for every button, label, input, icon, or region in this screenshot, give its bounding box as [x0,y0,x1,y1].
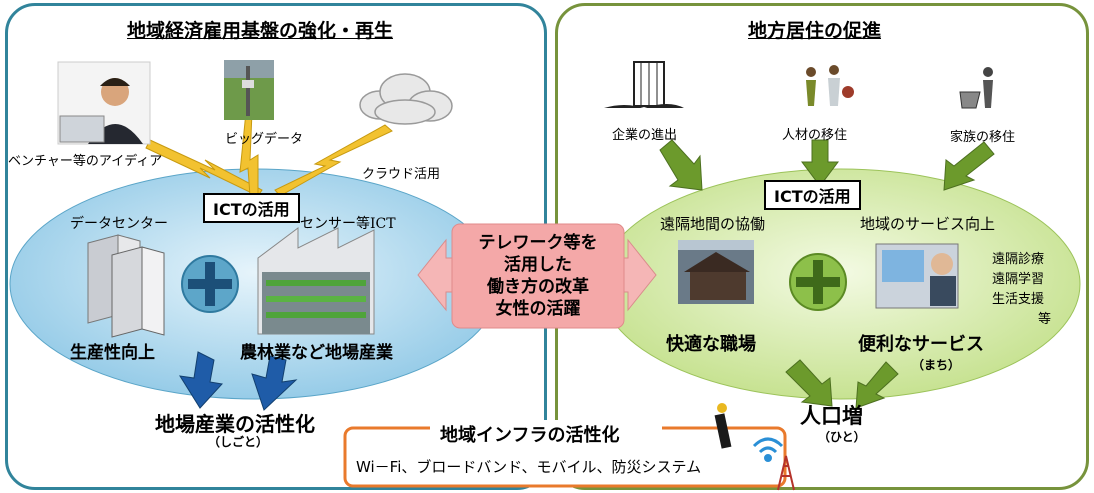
service-photo-icon [875,243,959,309]
center-box [451,223,625,329]
left-result-sub: （しごと） [208,435,269,449]
venture-label: ベンチャー等のアイディア [8,154,163,169]
productivity-label: 生産性向上 [70,343,155,363]
bigdata-photo-icon [224,60,274,120]
company-label: 企業の進出 [612,128,678,143]
people-moving-icon [806,65,854,106]
left-result-label: 地場産業の活性化 [155,412,315,436]
family-cart-icon [959,67,993,109]
cloud-label: クラウド活用 [362,167,441,182]
center-line: テレワーク等を [478,233,598,253]
left-ict-box: ICTの活用 [203,193,300,223]
wifi-icon [752,437,784,462]
cloud-icon [359,73,453,125]
family-label: 家族の移住 [950,130,1016,145]
center-line: 働き方の改革 [487,277,589,297]
datacenter-label: データセンター [70,216,168,232]
plus-icon-right [789,253,847,311]
workplace-label: 快適な職場 [666,334,756,355]
service-up-label: 地域のサービス向上 [860,215,996,233]
green-arrows [659,139,995,409]
right-panel-title: 地方居住の促進 [748,20,882,42]
talent-label: 人材の移住 [782,128,848,143]
right-result-sub: （ひと） [818,430,866,444]
lightning-icon [145,111,393,197]
right-result-label: 人口増 [800,404,863,428]
blue-arrows [179,351,298,411]
service-list-suffix: 等 [1038,312,1052,327]
center-line: 女性の活躍 [495,299,581,319]
left-panel-title: 地域経済雇用基盤の強化・再生 [127,20,394,42]
agri-label: 農林業など地場産業 [240,343,393,363]
bigdata-label: ビッグデータ [225,132,304,147]
center-box-text: テレワーク等を 活用した 働き方の改革 女性の活躍 [452,232,624,320]
venture-photo-icon [57,61,151,145]
server-icon [87,234,165,338]
infra-title: 地域インフラの活性化 [440,425,620,446]
workplace-photo-icon [678,240,754,304]
service-list-item: 遠隔診療 [992,252,1045,267]
cable-icon [714,403,732,449]
service-list-item: 生活支援 [992,292,1045,307]
services-sub: （まち） [912,358,961,372]
center-line: 活用した [504,255,572,275]
service-list-item: 遠隔学習 [992,272,1045,287]
plus-icon-left [181,255,239,313]
services-label: 便利なサービス [858,334,984,355]
building-icon [604,61,684,108]
right-ict-box: ICTの活用 [764,180,861,210]
antenna-tower-icon [777,455,795,491]
infra-items: Wi－Fi、ブロードバンド、モバイル、防災システム [356,458,702,476]
plant-factory-icon [257,227,375,335]
remote-work-label: 遠隔地間の協働 [660,215,766,233]
sensor-label: センサー等ICT [300,216,396,232]
